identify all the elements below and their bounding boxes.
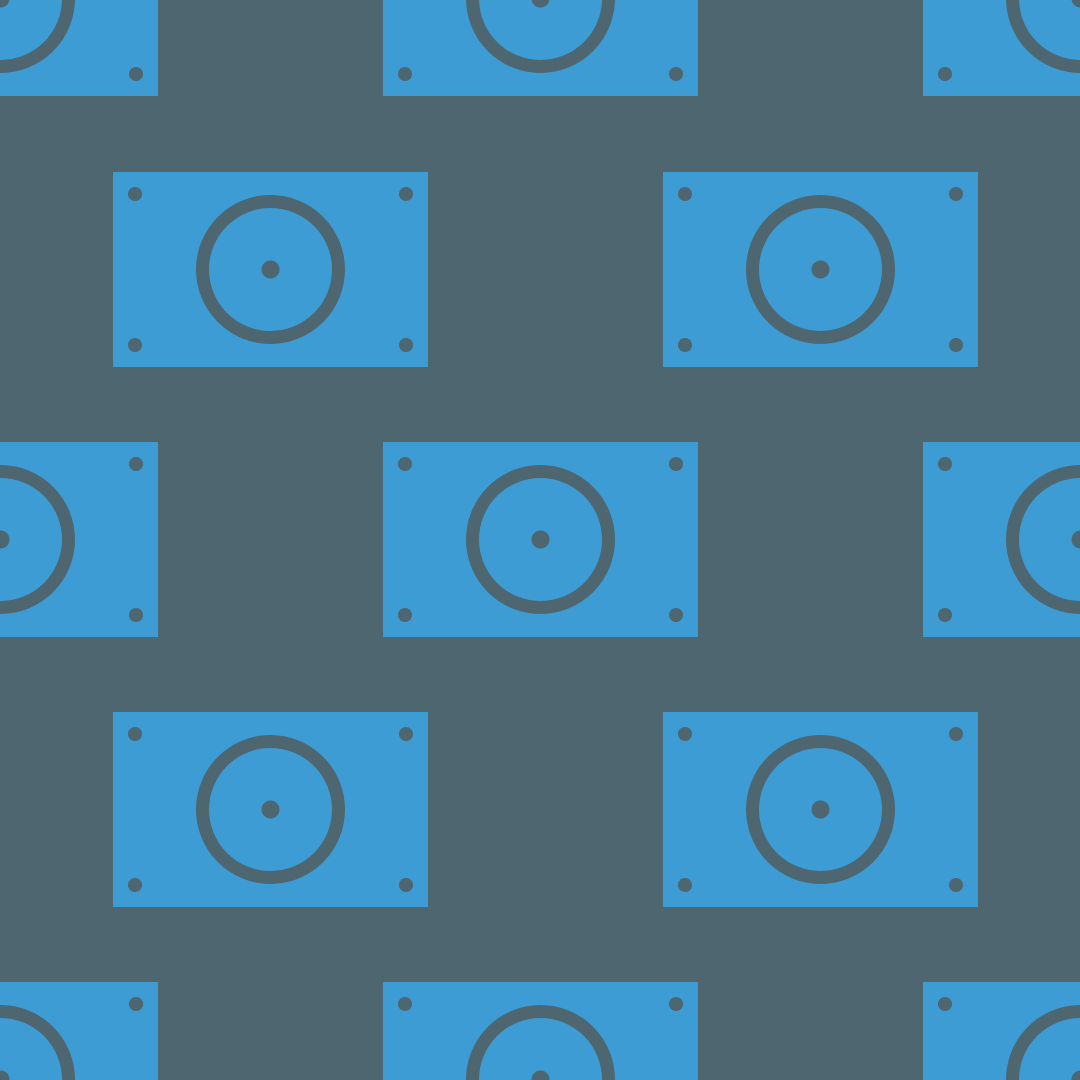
speaker-icon-tile (923, 982, 1080, 1080)
speaker-icon-tile (113, 172, 428, 367)
speaker-icon-tile (923, 442, 1080, 637)
speaker-icon-tile (923, 0, 1080, 96)
speaker-icon-tile (113, 712, 428, 907)
speaker-icon-tile (0, 982, 158, 1080)
speaker-icon-tile (383, 982, 698, 1080)
speaker-icon-tile (383, 442, 698, 637)
speaker-icon-tile (663, 712, 978, 907)
speaker-icon-tile (0, 442, 158, 637)
speaker-icon-tile (0, 0, 158, 96)
speaker-icon-tile (383, 0, 698, 96)
speaker-icon-tile (663, 172, 978, 367)
